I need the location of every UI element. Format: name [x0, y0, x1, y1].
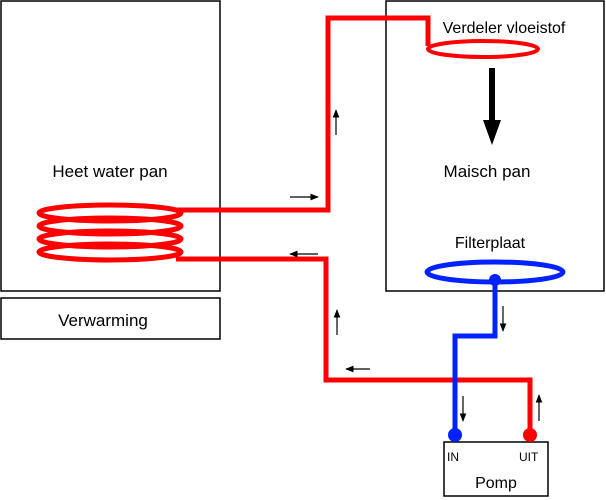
sparge-arm-ring [426, 39, 540, 59]
coil-return-line [176, 256, 533, 435]
heater-box [0, 297, 221, 340]
pump-outlet-dot [523, 428, 537, 442]
pump-in-label: IN [447, 450, 459, 464]
hot-water-tank [0, 0, 221, 292]
hot-water-tank-label: Heet water pan [52, 162, 167, 181]
mash-tun-label: Maisch pan [444, 162, 531, 181]
wort-drain-line [452, 278, 498, 435]
pump-inlet-dot [448, 428, 462, 442]
pump-box [443, 441, 549, 497]
heater-label: Verwarming [58, 311, 148, 330]
hot-water-supply-line [176, 15, 431, 213]
pump-label: Pomp [475, 475, 517, 492]
heat-exchanger-coil [36, 202, 184, 263]
sparge-to-mash-arrow [483, 68, 501, 145]
pump-out-label: UIT [519, 450, 539, 464]
filter-plate-label: Filterplaat [455, 235, 526, 252]
sparge-arm-label: Verdeler vloeistof [443, 20, 566, 37]
filter-plate-outlet-dot [489, 274, 501, 286]
